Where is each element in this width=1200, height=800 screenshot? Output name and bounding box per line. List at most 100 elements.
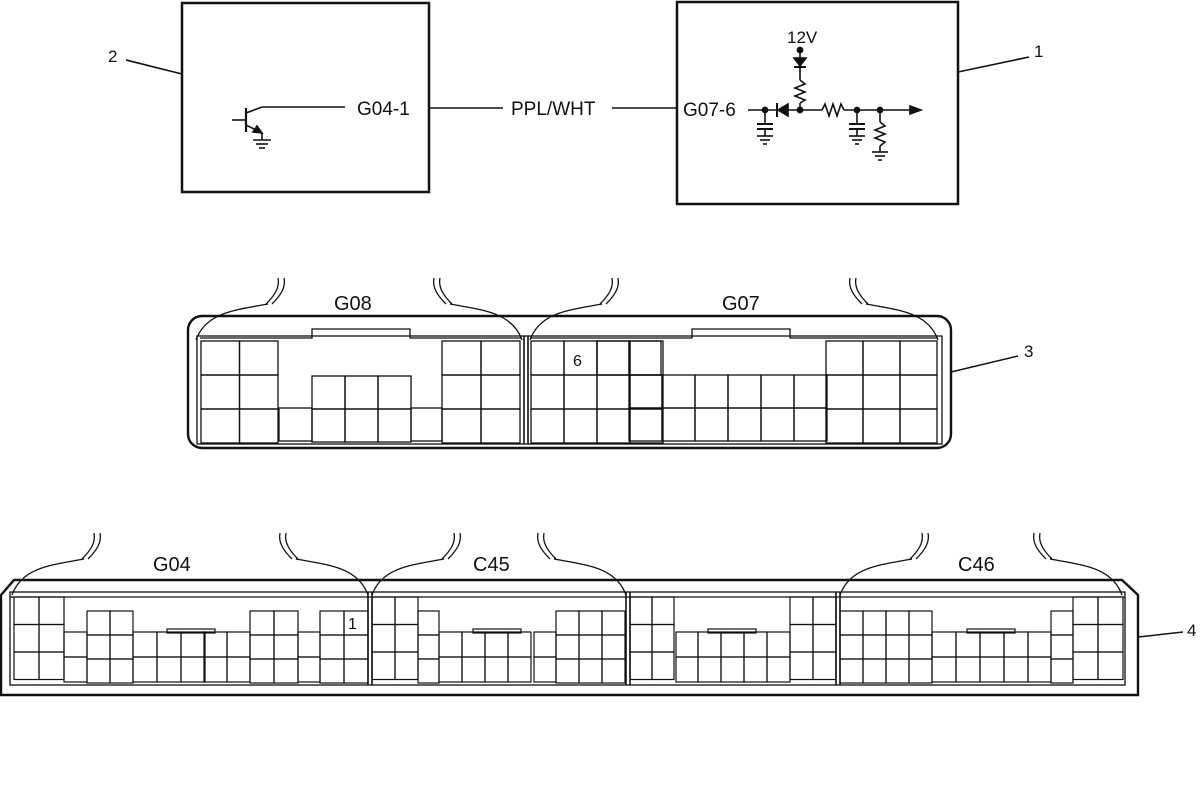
pin-cell [760,374,795,409]
pin-cell [862,634,887,660]
pin-cell [675,656,699,683]
latch-key [707,628,757,634]
g08-pin [410,407,443,442]
pin-cell [793,374,828,409]
pin-cell [1027,656,1052,683]
pin-cell [297,631,321,658]
pin-cell [720,631,745,658]
pin-cell [601,634,626,660]
connector-4 [0,532,1184,697]
pin-cell [377,375,412,410]
pin-number-1: 1 [348,616,357,633]
pin-cell [530,340,565,376]
g04-block [319,610,369,684]
pin-cell [394,596,419,626]
pin-cell [899,408,938,444]
pin-cell [38,651,65,681]
g07-top-pins [596,340,662,376]
pin-cell [109,610,134,636]
g08-right-block [441,340,521,444]
pin-cell [63,656,88,683]
pin-cell [578,610,603,636]
pin-cell [132,656,158,683]
pin-cell [394,623,419,653]
pin-cell [1072,651,1099,681]
pin-cell [563,408,598,444]
pin-cell [651,651,675,681]
pin-cell [417,634,440,660]
pin-cell [132,631,158,658]
pin-cell [596,340,631,376]
callout-2: 2 [108,47,117,66]
wire-bundle-bracket [839,532,930,596]
wire-bundle-bracket [529,277,620,341]
pin-cell [1050,610,1074,636]
pin-cell [908,610,933,636]
pin-cell [1097,651,1124,681]
pin-cell [297,656,321,683]
pin-cell [825,340,864,376]
wire-bundle-bracket [1032,532,1123,596]
wire-bundle-bracket [536,532,627,596]
pin-cell [249,658,275,684]
pin-cell [931,631,957,658]
pin-cell [63,631,88,658]
pin-cell [530,408,565,444]
c45-pin [533,631,557,683]
pin-cell [319,658,345,684]
schematic [125,0,1030,206]
pin-cell [180,631,206,658]
latch-key [472,628,522,634]
pin-cell [789,651,814,681]
g04-pin [63,631,88,683]
g04-pin [297,631,321,683]
c46-pin [1050,610,1074,684]
pin-cell [601,658,626,684]
callout-4-leader [1137,631,1184,638]
pin-cell [249,610,275,636]
pin-cell [438,656,463,683]
latch-key [966,628,1016,634]
c45-pin [417,610,440,684]
pin-cell [507,656,532,683]
pin-cell [629,623,653,653]
pin-cell [694,407,729,442]
pin-cell [13,596,40,626]
connector-3-brackets [195,277,939,341]
pin-cell [1003,656,1029,683]
pin-cell [273,658,299,684]
pin-cell [203,631,228,658]
connector-4-brackets [11,532,1123,596]
pin-cell [555,634,580,660]
pin-cell [812,651,837,681]
pin-cell [899,374,938,410]
connector-4-housing [0,578,1140,697]
pin-cell [507,631,532,658]
mid-block [629,596,675,681]
module-1-box [675,0,960,206]
g08-left-block [200,340,279,444]
pin-cell [394,651,419,681]
pin-cell [628,407,663,442]
c45-left-block [371,596,419,681]
pin-cell [410,407,443,442]
pin-cell [480,408,521,444]
pin-cell [675,631,699,658]
pin-cell [661,374,696,409]
pin-cell [377,408,412,443]
pin-cell [885,658,910,684]
pin-cell [629,340,664,376]
mid-pin [766,631,791,683]
pin-cell [555,610,580,636]
pin-cell [311,408,346,443]
pin-cell [371,651,396,681]
pin-cell [862,658,887,684]
g04-left-block [13,596,65,681]
pin-cell [180,656,206,683]
pin-cell [789,596,814,626]
g04-block [249,610,299,684]
section-label-g07: G07 [722,293,760,315]
pin-cell [38,596,65,626]
pin-cell [931,656,957,683]
